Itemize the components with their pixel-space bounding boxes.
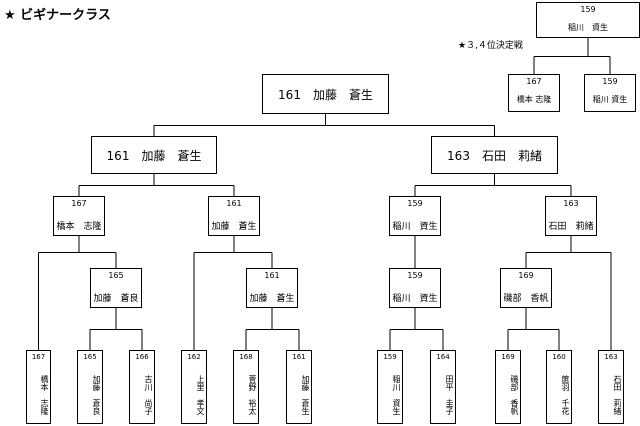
entry-number: 167 <box>31 353 46 361</box>
match-box-semi-left: 161 加藤 蒼生 <box>91 136 217 174</box>
entry-number: 164 <box>436 353 450 361</box>
match-box-qf1: 167 橋本 志隆 <box>53 196 105 236</box>
match-box-p10: 160 篋羽 千花 <box>546 350 572 424</box>
page-title: ★ ビギナークラス <box>4 8 111 23</box>
player-name: 古川 尚子 <box>144 374 153 415</box>
player-name: 石田 莉緒 <box>613 374 622 415</box>
match-box-p1: 167 橋本 志隆 <box>26 350 51 424</box>
entry-number: 166 <box>135 353 149 361</box>
player-name: 加藤 蒼良 <box>93 294 139 304</box>
player-name: 稲川 資生 <box>568 23 608 32</box>
player-name: 加藤 蒼生 <box>211 222 257 232</box>
player-name: 石田 莉緒 <box>548 222 594 232</box>
player-name: 橋本 志隆 <box>56 222 102 232</box>
match-box-qf4: 163 石田 莉緒 <box>545 196 597 236</box>
match-box-qf3: 159 稲川 資生 <box>389 196 441 236</box>
match-box-p9: 169 磯部 香帆 <box>495 350 521 424</box>
match-box-p4: 162 上里 孝文 <box>181 350 207 424</box>
entry-number: 161 <box>226 199 242 208</box>
entry-number: 161 <box>292 353 306 361</box>
player-name: 磯部 香帆 <box>503 294 549 304</box>
match-box-p7: 159 稲川 資生 <box>377 350 403 424</box>
entry-number: 168 <box>239 353 253 361</box>
match-box-p11: 163 石田 莉緒 <box>598 350 624 424</box>
match-box-final: 161 加藤 蒼生 <box>262 74 389 114</box>
match-box-p5: 168 菅野 裕太 <box>233 350 259 424</box>
entry-number: 159 <box>580 5 596 14</box>
entry-number: 162 <box>187 353 201 361</box>
entry-number: 169 <box>518 271 534 280</box>
entry-number: 169 <box>501 353 515 361</box>
player-name: 篋羽 千花 <box>561 374 570 415</box>
match-box-p6: 161 加藤 蒼生 <box>286 350 312 424</box>
entry-number: 159 <box>383 353 397 361</box>
player-name: 161 加藤 蒼生 <box>106 148 202 163</box>
player-name: 稲川 資生 <box>392 374 401 415</box>
player-name: 橋本 志隆 <box>516 95 552 104</box>
match-box-p2: 165 加藤 蒼良 <box>77 350 103 424</box>
match-box-third-b: 159 稲川 資生 <box>584 74 636 112</box>
player-name: 稲川 資生 <box>392 294 438 304</box>
match-box-r1d: 169 磯部 香帆 <box>500 268 552 308</box>
entry-number: 167 <box>526 77 542 86</box>
player-name: 菅野 裕太 <box>248 374 257 415</box>
match-box-third-final: 159 稲川 資生 <box>536 2 640 38</box>
match-box-qf2: 161 加藤 蒼生 <box>208 196 260 236</box>
entry-number: 163 <box>563 199 579 208</box>
entry-number: 159 <box>407 199 423 208</box>
player-name: 加藤 蒼生 <box>249 294 295 304</box>
match-box-third-a: 167 橋本 志隆 <box>508 74 560 112</box>
entry-number: 165 <box>108 271 124 280</box>
player-name: 磯部 香帆 <box>510 374 519 415</box>
entry-number: 161 <box>264 271 280 280</box>
player-name: 橋本 志隆 <box>40 374 49 415</box>
player-name: 161 加藤 蒼生 <box>278 87 373 102</box>
entry-number: 165 <box>83 353 97 361</box>
match-box-semi-right: 163 石田 莉緒 <box>431 136 558 174</box>
player-name: 田平 圭子 <box>445 374 454 415</box>
match-box-p3: 166 古川 尚子 <box>129 350 155 424</box>
player-name: 上里 孝文 <box>196 374 205 415</box>
player-name: 稲川 資生 <box>392 222 438 232</box>
entry-number: 167 <box>71 199 87 208</box>
match-box-r1c: 159 稲川 資生 <box>389 268 441 308</box>
entry-number: 159 <box>407 271 423 280</box>
entry-number: 160 <box>552 353 566 361</box>
player-name: 加藤 蒼良 <box>92 374 101 415</box>
entry-number: 159 <box>602 77 618 86</box>
player-name: 稲川 資生 <box>592 95 628 104</box>
entry-number: 163 <box>604 353 618 361</box>
player-name: 163 石田 莉緒 <box>447 148 542 163</box>
match-box-p8: 164 田平 圭子 <box>430 350 456 424</box>
player-name: 加藤 蒼生 <box>301 374 310 415</box>
match-box-r1a: 165 加藤 蒼良 <box>90 268 142 308</box>
third-place-note: ★３,４位決定戦 <box>458 41 523 51</box>
match-box-r1b: 161 加藤 蒼生 <box>246 268 298 308</box>
